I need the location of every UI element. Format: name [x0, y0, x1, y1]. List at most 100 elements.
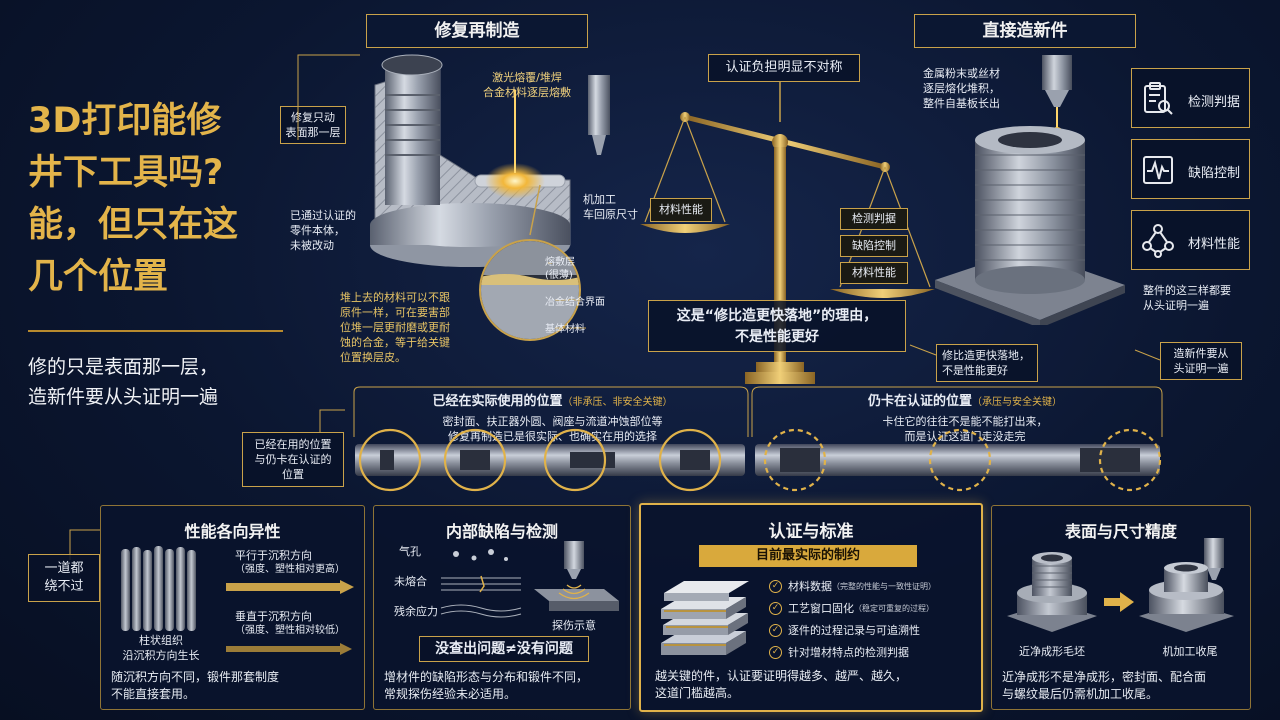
note-line: 头证明一遍 — [1173, 362, 1229, 375]
label-line: 熔敷层 — [545, 257, 575, 268]
panel-caption: 近净成形不是净成形，密封面、配合面 与螺纹最后仍需机加工收尾。 — [1002, 669, 1240, 703]
note-line: 造新件要从 — [1173, 347, 1229, 360]
note-line: 整件的这三样都要 — [1143, 284, 1231, 297]
arrow-right-icon — [1104, 592, 1134, 612]
label-line: 已通过认证的 — [290, 209, 356, 222]
label-line: （强度、塑性相对较低） — [235, 625, 345, 636]
checklist-main: 材料数据 — [788, 580, 832, 593]
residual-stress-label: 残余应力 — [394, 605, 438, 618]
new-part-items-note: 整件的这三样都要 从头证明一遍 — [1143, 283, 1263, 313]
defects-banner: 没查出问题≠没有问题 — [419, 636, 589, 662]
title-divider — [28, 330, 283, 332]
right-pan-item-2: 缺陷控制 — [840, 235, 908, 257]
repair-surface-label: 修复只动 表面那一层 — [280, 106, 346, 144]
clipboard-search-icon — [1144, 82, 1173, 115]
caption-line: 常规探伤经验未必适用。 — [384, 687, 517, 701]
laser-label: 激光熔覆/堆焊 合金材料逐层熔敷 — [468, 70, 586, 100]
in-use-qualifier: （非承压、非安全关键） — [562, 397, 673, 408]
checklist-item: ✓ 工艺窗口固化（稳定可重复的过程） — [769, 597, 981, 619]
label-line: 机加工 — [583, 193, 616, 206]
main-title-line: 能，但只在这 — [28, 205, 239, 245]
stuck-desc-line: 卡住它的往往不是能不能打出来， — [882, 415, 1048, 428]
reason-line: 不是性能更好 — [735, 329, 819, 345]
label-line: 未被改动 — [290, 239, 334, 252]
caption-line: 与螺纹最后仍需机加工收尾。 — [1002, 687, 1159, 701]
new-part-item-2: 缺陷控制 — [1131, 139, 1250, 199]
stuck-qualifier: （承压与安全关键） — [972, 397, 1062, 408]
label-line: 一道都 — [44, 561, 84, 576]
new-part-section-title: 直接造新件 — [914, 14, 1136, 48]
stuck-title: 仍卡在认证的位置 — [867, 394, 972, 409]
certification-banner: 目前最实际的制约 — [699, 545, 917, 567]
waveform-icon — [1143, 156, 1173, 184]
checklist-main: 针对增材特点的检测判据 — [788, 646, 909, 659]
machining-label: 机加工 车回原尺寸 — [583, 192, 653, 222]
body-label: 已通过认证的 零件本体， 未被改动 — [290, 208, 380, 253]
checklist-item: ✓ 逐件的过程记录与可追溯性 — [769, 619, 981, 641]
certification-checklist: ✓ 材料数据（完整的性能与一致性证明） ✓ 工艺窗口固化（稳定可重复的过程） ✓… — [769, 575, 981, 663]
near-net-label: 近净成形毛坯 — [1019, 645, 1085, 658]
label-line: 表面那一层 — [285, 126, 341, 139]
stuck-desc-line: 而是认证这道门走没走完 — [904, 430, 1026, 443]
near-net-blank-illustration — [1007, 552, 1097, 632]
caption-line: 这道门槛越高。 — [655, 686, 740, 700]
panel-caption: 随沉积方向不同，锻件那套制度 不能直接套用。 — [111, 669, 354, 703]
new-part-item-label: 材料性能 — [1188, 237, 1241, 252]
anisotropy-panel: 性能各向异性 平行于沉积方向 （强度、塑性相对更高） 垂直于沉积方向 （强度、塑… — [100, 505, 365, 710]
downhole-tool-illustration — [353, 386, 1163, 492]
scale-top-label: 认证负担明显不对称 — [708, 54, 860, 82]
interface-label: 冶金结合界面 — [545, 297, 605, 308]
panel-caption: 增材件的缺陷形态与分布和锻件不同， 常规探伤经验未必适用。 — [384, 669, 620, 703]
panel-title: 内部缺陷与检测 — [445, 522, 558, 541]
right-pan-item-3: 材料性能 — [840, 262, 908, 284]
new-part-item-label: 检测判据 — [1188, 95, 1241, 110]
cladding-layer-label: 熔敷层 (很薄) — [545, 256, 605, 282]
precision-panel: 表面与尺寸精度 近净成形毛坯 机加工收尾 近净成形不是净成形，密封面、配合面 与… — [991, 505, 1251, 710]
caption-line: 越关键的件，认证要证明得越多、越严、越久， — [655, 669, 908, 683]
caption-line: 不能直接套用。 — [111, 687, 196, 701]
new-part-item-1: 检测判据 — [1131, 68, 1250, 128]
lack-fusion-label: 未熔合 — [394, 575, 427, 588]
label-line: 柱状组织 — [139, 634, 183, 647]
note-line: 堆上去的材料可以不跟 — [340, 291, 450, 304]
checklist-item: ✓ 针对增材特点的检测判据 — [769, 641, 981, 663]
checklist-sub: （稳定可重复的过程） — [854, 603, 934, 613]
panel-title: 认证与标准 — [768, 522, 854, 542]
note-line: 从头证明一遍 — [1143, 299, 1209, 312]
label-line: 车回原尺寸 — [583, 208, 638, 221]
certification-panel: 认证与标准 目前最实际的制约 ✓ 材料数据（完整的性能与一致性证明） ✓ 工艺窗… — [639, 503, 983, 712]
ut-label: 探伤示意 — [552, 619, 596, 632]
subtitle-line: 修的只是表面那一层， — [28, 356, 219, 378]
label-line: 垂直于沉积方向 — [235, 610, 312, 623]
arrow-right-icon — [226, 580, 354, 594]
columnar-label: 柱状组织 沿沉积方向生长 — [106, 633, 216, 663]
base-material-label: 基体材料 — [545, 324, 585, 335]
in-use-desc-line: 密封面、扶正器外圆、阀座与流道冲蚀部位等 — [442, 415, 663, 428]
check-circle-icon: ✓ — [769, 623, 782, 637]
label-line: 平行于沉积方向 — [235, 549, 312, 562]
molecule-icon — [1142, 224, 1174, 258]
repair-illustration — [297, 54, 610, 341]
new-part-side-note: 造新件要从 头证明一遍 — [1160, 342, 1242, 380]
check-circle-icon: ✓ — [769, 579, 782, 593]
main-title-line: 3D打印能修 — [28, 101, 222, 141]
standards-books-illustration — [661, 581, 749, 655]
arrow-right-icon — [226, 643, 352, 655]
defects-panel: 内部缺陷与检测 气孔 未熔合 残余应力 探伤示意 没查出问题≠没有问题 增材件的… — [373, 505, 631, 710]
checklist-main: 工艺窗口固化 — [788, 602, 854, 615]
perpendicular-label: 垂直于沉积方向 （强度、塑性相对较低） — [235, 609, 365, 637]
defects-illustration — [440, 549, 522, 618]
note-line: 位堆一层更耐磨或更耐 — [340, 321, 450, 334]
check-circle-icon: ✓ — [769, 601, 782, 615]
label-line: 位置 — [282, 468, 304, 481]
pores-label: 气孔 — [399, 545, 421, 558]
hurdle-label: 一道都 绕不过 — [28, 554, 100, 602]
note-line: 位置换层皮。 — [340, 351, 406, 364]
positions-side-label: 已经在用的位置 与仍卡在认证的 位置 — [242, 432, 344, 487]
label-line: 与仍卡在认证的 — [254, 453, 332, 466]
label-line: （强度、塑性相对更高） — [235, 564, 345, 575]
label-line: 激光熔覆/堆焊 — [492, 71, 562, 84]
in-use-title: 已经在实际使用的位置 — [432, 394, 563, 409]
main-title: 3D打印能修 井下工具吗? 能，但只在这 几个位置 — [28, 95, 278, 303]
scale-side-note: 修比造更快落地， 不是性能更好 — [936, 344, 1038, 382]
